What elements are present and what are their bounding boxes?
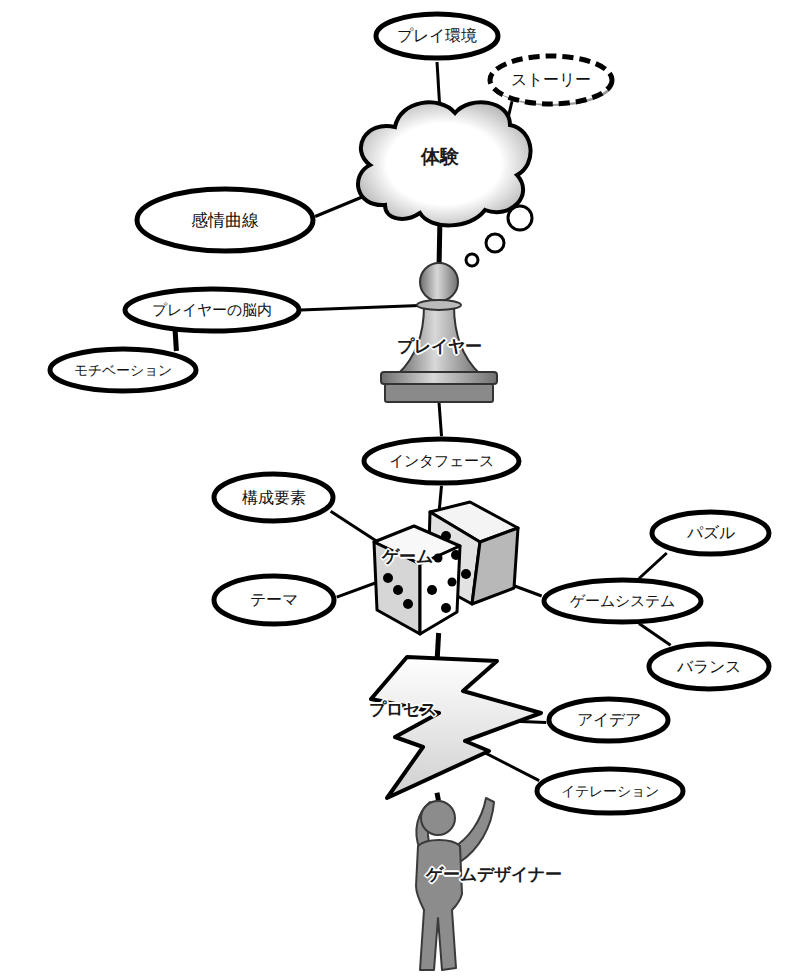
node-label: ゲームシステム	[570, 592, 675, 610]
ellipse-node: パズル	[648, 508, 773, 558]
ellipse-node: アイデア	[545, 695, 672, 745]
node-label: パズル	[687, 523, 735, 542]
ellipse-node: 構成要素	[210, 470, 337, 525]
thought-bubble	[466, 254, 478, 266]
node-label: バランス	[677, 657, 741, 676]
cloud-node: 体験	[345, 95, 535, 230]
node-title: プレイヤー	[397, 336, 482, 356]
ellipse-node: プレイ環境	[372, 10, 502, 62]
node-title: プロセス	[369, 699, 437, 719]
ellipse-node: テーマ	[210, 572, 338, 628]
connector-line	[175, 330, 176, 351]
designer-figure-node: ゲームデザイナー	[390, 790, 592, 972]
thought-bubble	[486, 234, 504, 252]
node-label: モチベーション	[74, 362, 172, 379]
pawn-node: プレイヤー	[378, 262, 500, 405]
ellipse-node: プレイヤーの脳内	[121, 285, 303, 335]
connector-line	[639, 553, 667, 579]
node-label: 感情曲線	[191, 210, 259, 230]
dice-node: ゲーム	[368, 500, 525, 640]
node-title: 体験	[421, 145, 459, 168]
node-label: 構成要素	[242, 488, 306, 507]
dice-shape	[368, 500, 525, 640]
node-label: プレイ環境	[397, 26, 477, 45]
ellipse-node: バランス	[645, 640, 773, 693]
node-label: ストーリー	[511, 70, 591, 89]
ellipse-node: モチベーション	[46, 345, 200, 395]
ellipse-node: ゲームシステム	[540, 576, 705, 626]
connector-line	[639, 624, 671, 646]
node-label: アイデア	[577, 710, 641, 729]
lightning-shape	[365, 655, 545, 800]
node-title: ゲーム	[382, 546, 433, 566]
connector-line	[439, 402, 442, 436]
node-label: イテレーション	[561, 783, 659, 800]
pawn-shape	[378, 262, 500, 405]
connector-line	[315, 196, 364, 216]
ellipse-node: インタフェース	[360, 435, 523, 487]
node-label: インタフェース	[389, 452, 494, 470]
ellipse-node: ストーリー	[486, 52, 616, 108]
node-label: テーマ	[250, 590, 298, 609]
ellipse-node: 感情曲線	[133, 185, 317, 255]
ellipse-node: イテレーション	[533, 765, 687, 817]
lightning-node: プロセス	[365, 655, 545, 800]
connector-line	[437, 793, 438, 801]
node-title: ゲームデザイナー	[426, 864, 562, 884]
node-label: プレイヤーの脳内	[152, 301, 272, 319]
connector-line	[301, 305, 433, 310]
